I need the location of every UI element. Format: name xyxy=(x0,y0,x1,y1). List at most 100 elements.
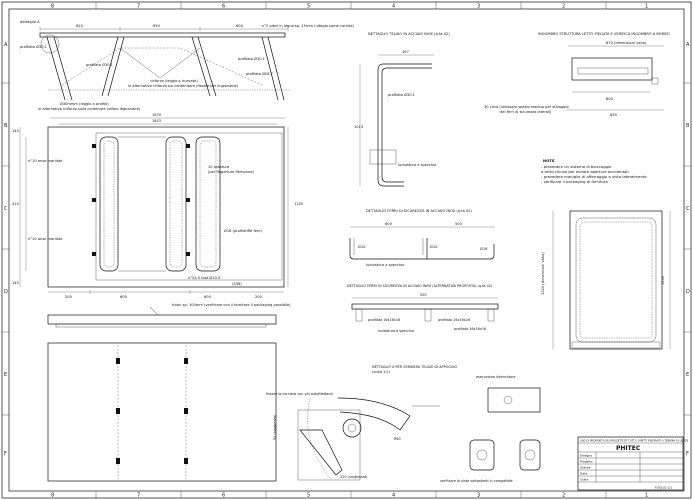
anse-label: n°10 anse marilate xyxy=(28,159,63,163)
title-block xyxy=(577,436,684,491)
company-name: PHITEC xyxy=(616,445,641,452)
grid-labels: 8 7 6 5 4 3 2 1 8 7 6 5 4 3 2 1 A B C D … xyxy=(4,4,690,499)
mattress-detail-labels: INGOMBRO STRUTTURA LETTO PIEGATA E VERIF… xyxy=(484,32,670,117)
col-label-bottom: 2 xyxy=(562,493,565,499)
profile-label: profilato Ø30.1 xyxy=(238,56,265,61)
plan-view xyxy=(19,117,289,294)
row-label-left: C xyxy=(4,206,8,212)
dimension-label: Ø10 xyxy=(358,244,366,249)
col-label-top: 2 xyxy=(562,4,565,10)
dimension-label: 145 xyxy=(12,281,19,285)
dimension-label: 600 xyxy=(606,97,614,101)
dimension-label: 1013 xyxy=(354,125,363,129)
side-panel-view xyxy=(552,210,671,350)
inner-border xyxy=(8,8,685,492)
plan-view-labels: 1670 1615 200 600 600 200 1100 145 145 4… xyxy=(12,113,304,299)
row-label-right: B xyxy=(686,123,690,129)
profile-label: profilato Ø30.1 xyxy=(20,44,47,49)
row-label-right: F xyxy=(686,451,689,457)
mattress-note: 30 circa (utilizzare spazio residuo per … xyxy=(484,105,569,109)
rinforzo-note: in alternativa rinforzo sul contenitore … xyxy=(128,84,239,88)
ossatura-note: (per fingerture flemplure) xyxy=(208,170,255,174)
dimension-label: 600 xyxy=(204,295,212,299)
bottom-note: in alternativa rinforzo sulla contenuta … xyxy=(38,107,141,111)
safety-irons-labels: DETTAGLIO FERRI DI SICUREZZA IN ACCIAIO … xyxy=(358,209,488,267)
safety-irons-detail xyxy=(349,226,495,260)
row-label-left: E xyxy=(4,372,7,378)
col-label-top: 3 xyxy=(477,4,480,10)
frame-detail xyxy=(359,54,434,187)
hinge-note: verificare le viste sottostanti in compa… xyxy=(440,479,513,483)
dimension-label: 650 xyxy=(153,24,161,28)
dimension-label: 200 xyxy=(65,295,73,299)
finish-note: lucidatura a specchio xyxy=(378,329,414,333)
bottom-note: Ø30mmm (leggio a profila) xyxy=(60,101,109,106)
mattress-detail-title: INGOMBRO STRUTTURA LETTO PIEGATA E VERIF… xyxy=(538,32,670,36)
dimension-label: R60 xyxy=(394,437,401,441)
foot-note: (336) xyxy=(232,282,242,286)
dimension-label: 1615 xyxy=(152,119,161,123)
title-block-row-label: Cliente xyxy=(580,466,591,470)
row-label-left: A xyxy=(4,42,8,48)
frame-detail-title: DETTAGLIO TELAIO IN ACCIAIO INOX (q.tà 0… xyxy=(368,32,450,36)
folded-bed-view xyxy=(47,342,277,482)
hinge-note: esecuzione interruttore xyxy=(476,375,516,379)
title-block-header: USO DI PROPRIETÀ DEI PROGETTISTI TUTTI I… xyxy=(580,438,689,443)
rinforzo-note: rinforzo (leggio a ricavato) xyxy=(150,79,198,83)
profile-note: profilato 16x16x16 xyxy=(454,327,486,331)
dimension-label: 600 xyxy=(385,222,393,226)
finish-note: lucidatura a specchio xyxy=(398,163,436,167)
row-label-right: E xyxy=(686,372,689,378)
plank-note: futon sp. 100mm (verificare con il forni… xyxy=(172,303,291,307)
safety-irons-alt-detail xyxy=(351,297,499,322)
dimension-label: 1100 xyxy=(294,202,304,206)
col-label-top: 8 xyxy=(51,4,54,10)
profilati-note: Ø16 (profilatiffe fem) xyxy=(224,228,263,233)
row-label-right: D xyxy=(686,289,690,295)
profile-note: profilato 16x16x16 xyxy=(438,318,470,322)
dimension-label: 600 xyxy=(236,24,244,28)
dimension-label: 90 (lunghezza) xyxy=(273,414,277,440)
col-label-top: 1 xyxy=(645,4,648,10)
hinge-note: fissare la cerniera con viti autofiletta… xyxy=(266,392,333,396)
safety-irons-alt-labels: DETTAGLIO FERRI DI SICUREZZA IN ACCIAIO … xyxy=(347,284,493,333)
frame-elevation-view xyxy=(39,27,290,101)
col-label-top: 4 xyxy=(392,4,395,10)
col-label-bottom: 4 xyxy=(392,493,395,499)
dimension-label: 497 xyxy=(402,50,409,54)
notes-block: NOTE - prevedere un sistema di bloccaggi… xyxy=(541,158,647,184)
profile-label: profilato Ø26.7 xyxy=(246,71,273,76)
note-item: - verificare il packaging di fornitura xyxy=(541,179,608,184)
profile-note: profilato 16x16x16 xyxy=(368,318,400,322)
plank-side-view xyxy=(47,306,277,328)
hinge-detail-title: DETTAGLIO A PER CERNIERA TELAIO DI APPOG… xyxy=(372,365,458,369)
dimension-label: 1670 xyxy=(152,113,162,117)
mattress-clearance-detail xyxy=(566,45,664,111)
col-label-bottom: 7 xyxy=(137,493,140,499)
dimension-label: 145 xyxy=(12,129,19,133)
note-item: - prevedere maniglie di afferraggio a vi… xyxy=(541,174,647,179)
detail-a-callout xyxy=(40,34,60,54)
safety-irons-alt-title: DETTAGLIO FERRI DI SICUREZZA IN ACCIAIO … xyxy=(347,284,493,288)
col-label-top: 6 xyxy=(222,4,225,10)
dimension-label: 120 (lunghezza) xyxy=(340,475,368,479)
dimension-label: 200 xyxy=(255,295,263,299)
hinge-detail-labels: DETTAGLIO A PER CERNIERA TELAIO DI APPOG… xyxy=(266,365,516,483)
col-label-bottom: 3 xyxy=(477,493,480,499)
col-label-bottom: 6 xyxy=(222,493,225,499)
safety-irons-title: DETTAGLIO FERRI DI SICUREZZA IN ACCIAIO … xyxy=(366,209,473,213)
sheet-number: FOGLIO 1/1 xyxy=(655,486,672,490)
mattress-note: dei ferri di sicurezza laterali) xyxy=(500,110,552,114)
top-note: n°2 piani in legno sp. 15mm (ulteglo com… xyxy=(262,24,355,28)
foot-note: n°24.5 foot Ø10.5 xyxy=(188,275,220,280)
dimension-label: 410 xyxy=(12,202,20,206)
row-label-left: B xyxy=(4,123,8,129)
dimension-label: 620 xyxy=(76,24,84,28)
dimension-label: 600 xyxy=(120,295,128,299)
dimension-label: 1320 (dimensioni vano) xyxy=(541,252,545,295)
col-label-top: 5 xyxy=(307,4,310,10)
col-label-bottom: 1 xyxy=(645,493,648,499)
title-block-row-label: Data xyxy=(580,472,587,476)
